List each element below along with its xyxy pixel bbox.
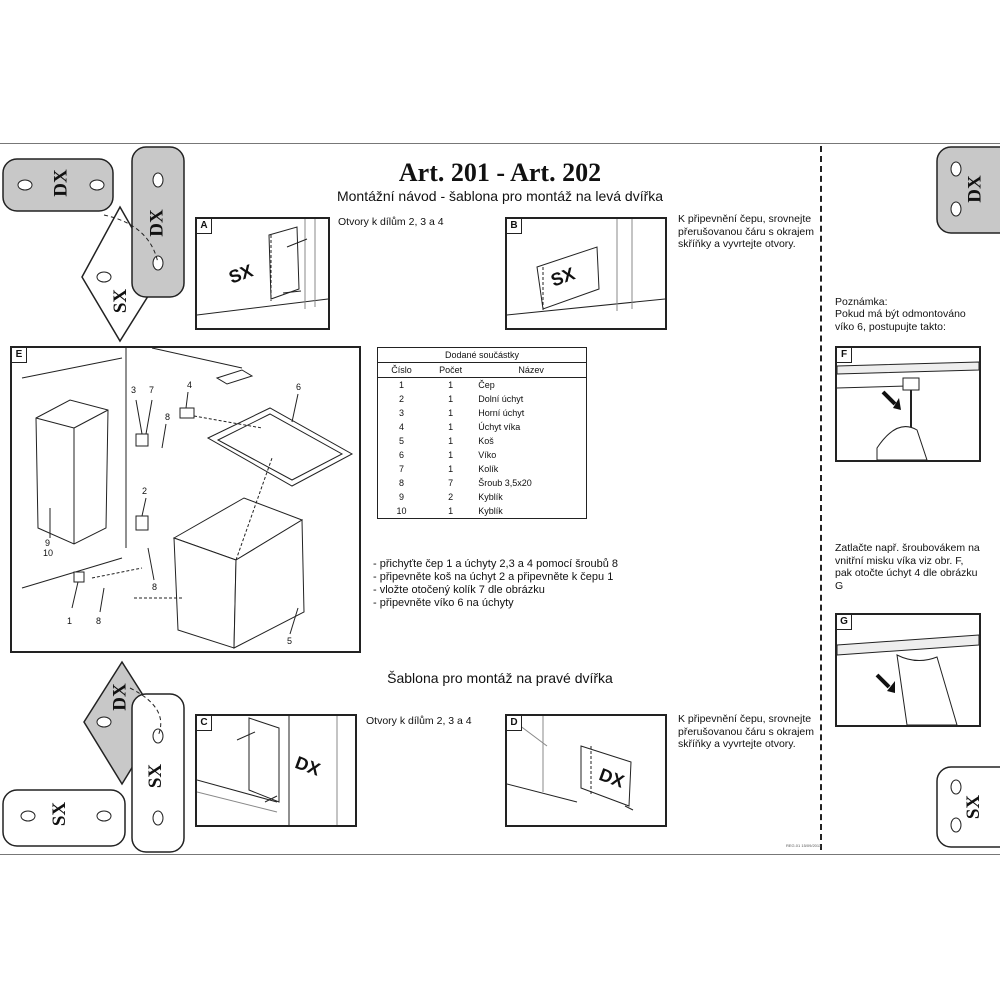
lid-note-title: Poznámka:	[835, 296, 888, 308]
push-note: Zatlačte např. šroubovákem na vnitřní mi…	[835, 542, 980, 592]
panel-d: D DX	[505, 714, 667, 827]
panel-a: A SX	[195, 217, 330, 330]
step-1: - přichyťte čep 1 a úchyty 2,3 a 4 pomoc…	[373, 558, 619, 570]
callout-5: 5	[287, 636, 293, 646]
callout-10: 10	[43, 548, 54, 558]
callout-2: 2	[142, 486, 148, 496]
panel-e-label: E	[12, 348, 27, 363]
sx-template-label-3: SX	[49, 801, 71, 827]
note-pivot-right: K připevnění čepu, srovnejte přerušovano…	[678, 713, 814, 750]
step-4: - připevněte víko 6 na úchyty	[373, 597, 514, 609]
parts-header-name: Název	[476, 362, 587, 378]
template-bottom-right	[936, 766, 1000, 848]
panel-a-label: A	[197, 219, 212, 234]
step-2: - připevněte koš na úchyt 2 a připevněte…	[373, 571, 614, 583]
callout-4: 4	[187, 380, 193, 390]
dx-template-label-1: DX	[50, 169, 72, 197]
instruction-sheet	[0, 143, 1000, 855]
subtitle-left-door: Montážní návod - šablona pro montáž na l…	[336, 188, 664, 204]
note-holes-right: Otvory k dílům 2, 3 a 4	[366, 715, 472, 727]
panel-f: F	[835, 346, 981, 462]
lid-note-text: Pokud má být odmontováno víko 6, postupu…	[835, 308, 966, 333]
callout-6: 6	[296, 382, 302, 392]
step-3: - vložte otočený kolík 7 dle obrázku	[373, 584, 545, 596]
note-pivot-left: K připevnění čepu, srovnejte přerušovano…	[678, 213, 814, 250]
template-top-right	[936, 146, 1000, 234]
panel-g: G	[835, 613, 981, 727]
subtitle-right-door: Šablona pro montáž na pravé dvířka	[387, 670, 613, 686]
panel-c: C DX	[195, 714, 357, 827]
callout-9: 9	[45, 538, 51, 548]
panel-c-label: C	[197, 716, 212, 731]
parts-header-number: Číslo	[377, 362, 425, 378]
callout-8-b: 8	[152, 582, 158, 592]
footer-code: REG.01 15/09/2011	[786, 843, 822, 848]
cut-line-divider	[820, 146, 822, 850]
template-cluster-bottom-left	[2, 660, 185, 853]
note-holes-left: Otvory k dílům 2, 3 a 4	[338, 216, 444, 228]
template-cluster-top-left	[2, 146, 185, 343]
callout-3: 3	[131, 385, 137, 395]
dx-template-label-2: DX	[146, 209, 168, 237]
page-title: Art. 201 - Art. 202	[398, 158, 602, 187]
assembly-steps: - přichyťte čep 1 a úchyty 2,3 a 4 pomoc…	[373, 558, 618, 610]
sx-template-label-4: SX	[963, 794, 985, 820]
panel-e: E	[10, 346, 361, 653]
parts-header-count: Počet	[424, 362, 477, 378]
parts-table-caption: Dodané součástky	[377, 347, 587, 363]
callout-7: 7	[149, 385, 155, 395]
panel-f-label: F	[837, 348, 852, 363]
sx-template-label-2: SX	[145, 763, 167, 789]
panel-d-label: D	[507, 716, 522, 731]
panel-b: B SX	[505, 217, 667, 330]
callout-8-c: 8	[96, 616, 102, 626]
dx-template-label-3: DX	[964, 175, 986, 203]
callout-8-a: 8	[165, 412, 171, 422]
sx-template-label-1: SX	[110, 288, 132, 314]
callout-1: 1	[67, 616, 73, 626]
panel-b-label: B	[507, 219, 522, 234]
panel-g-label: G	[837, 615, 852, 630]
dx-template-label-4: DX	[109, 683, 131, 711]
